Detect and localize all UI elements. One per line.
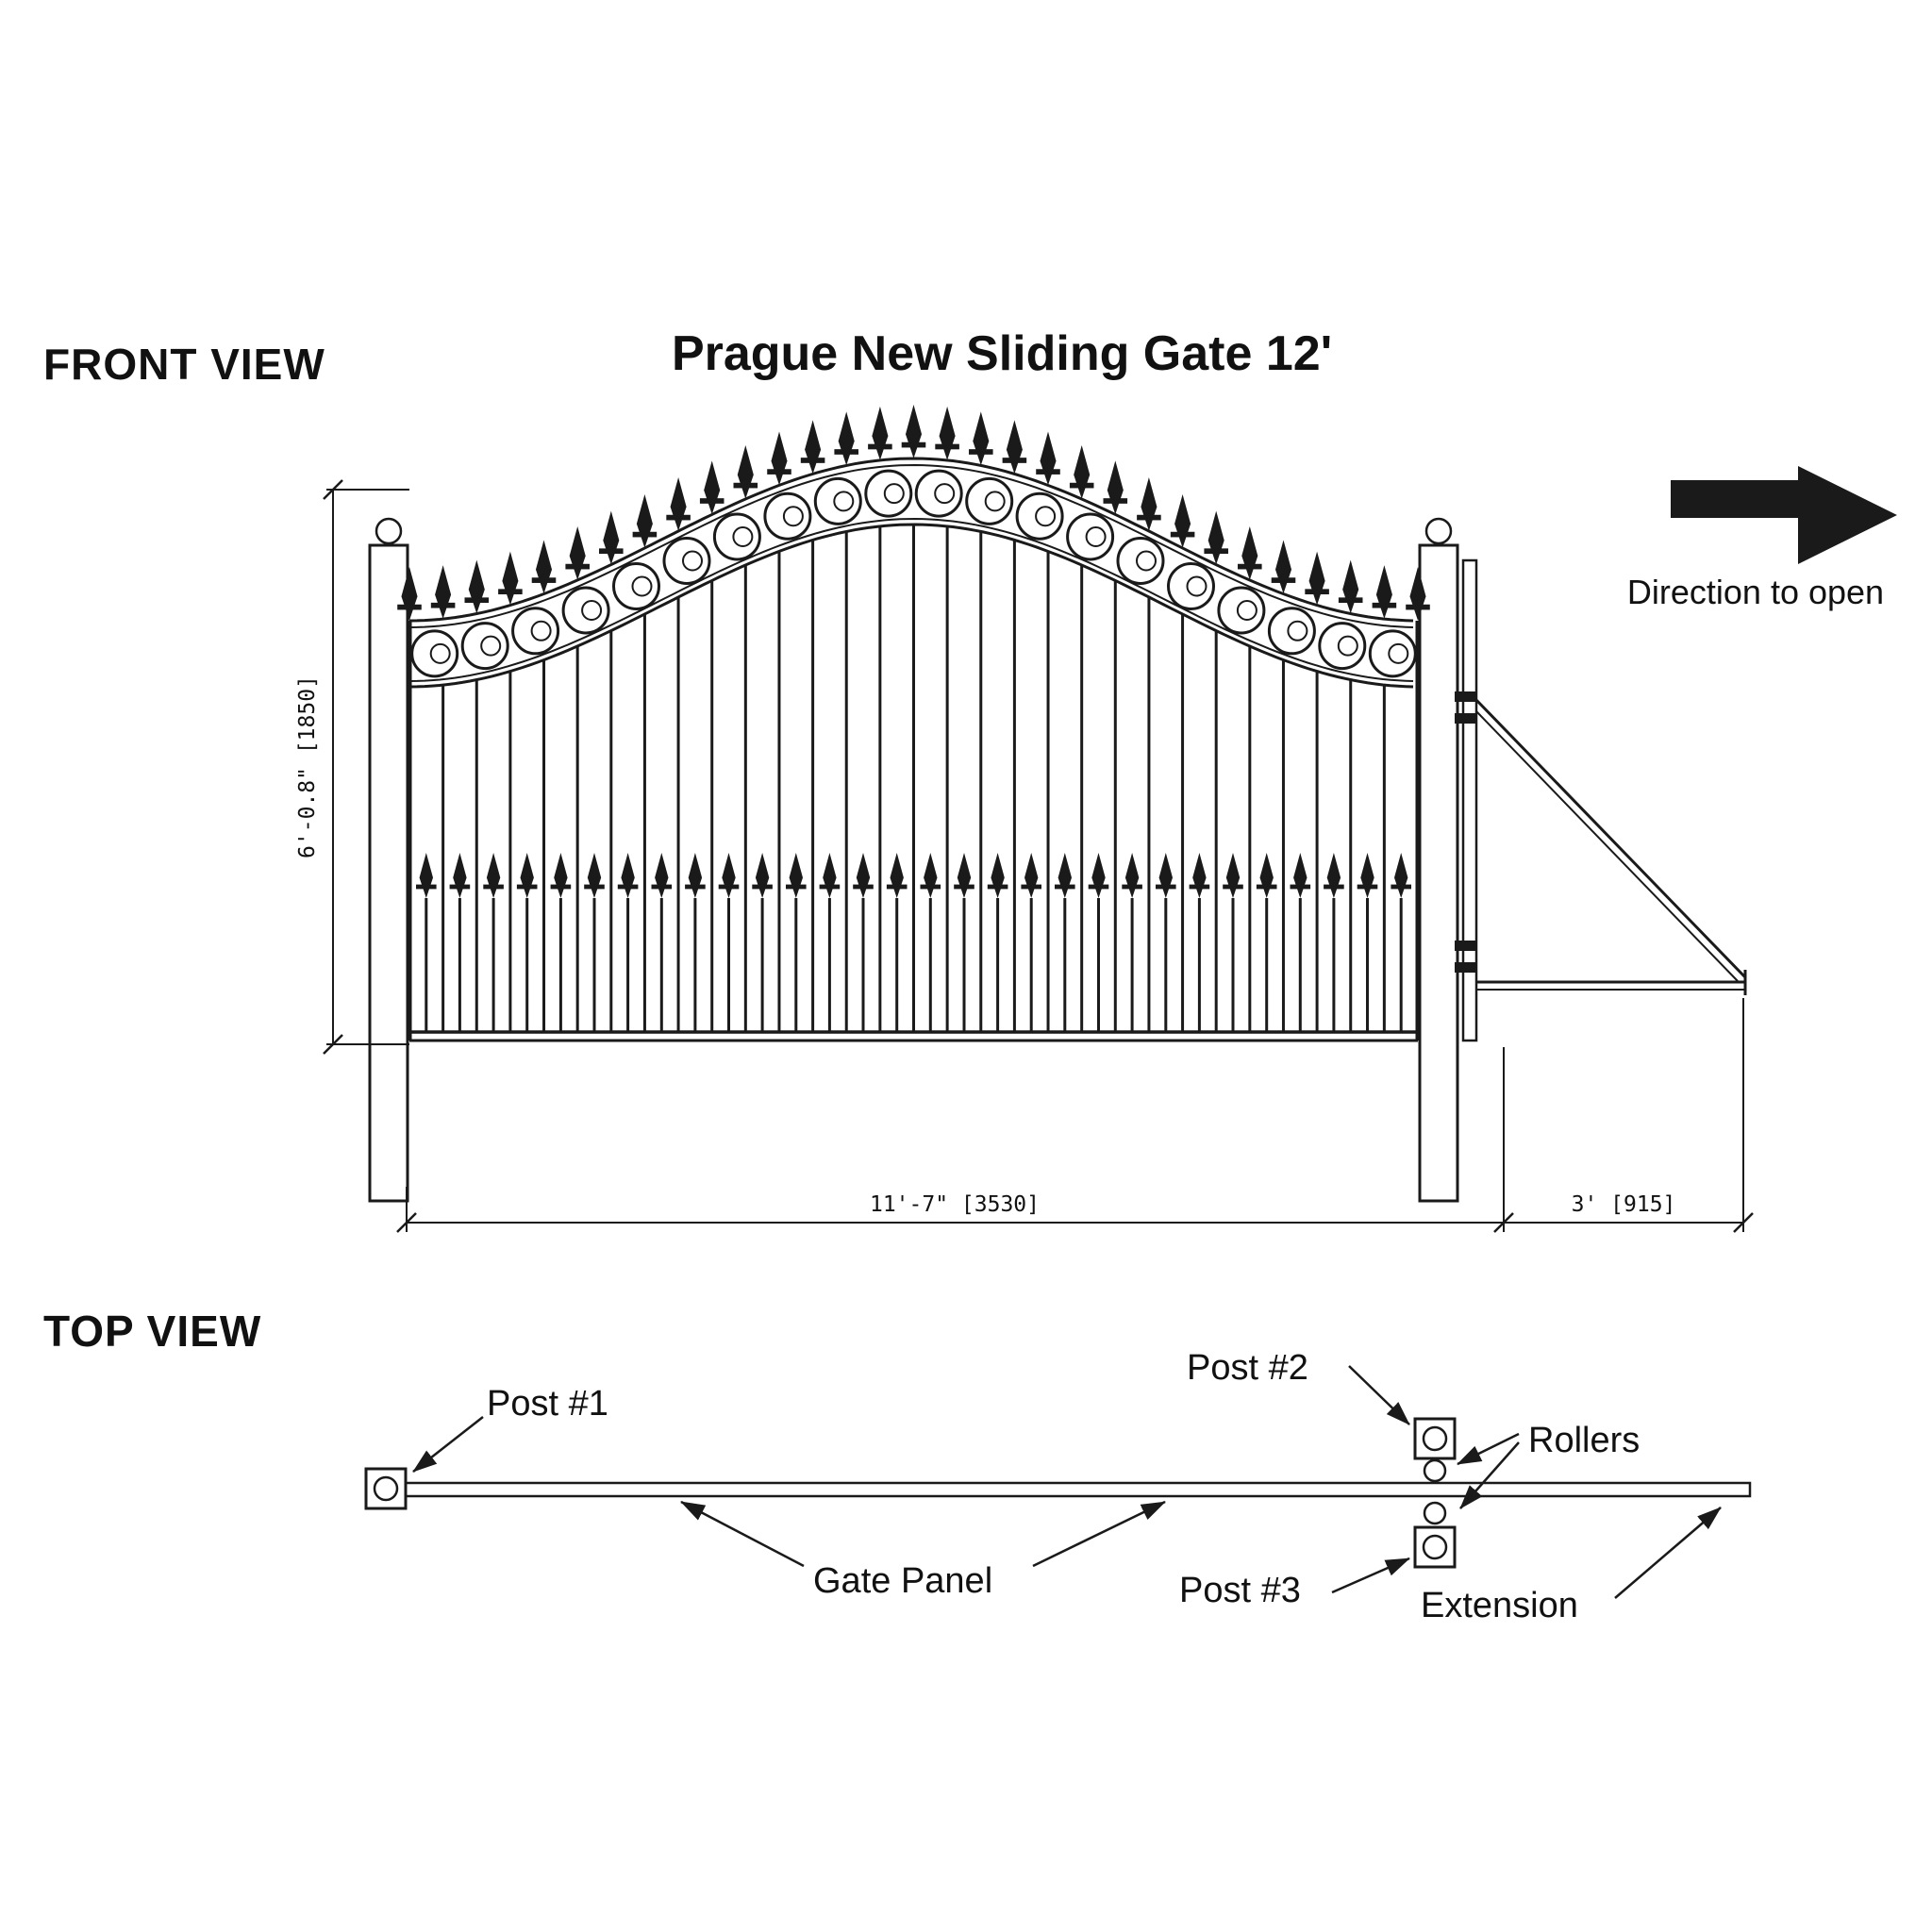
leader-post3 [1331,1557,1410,1594]
post3-label: Post #3 [1179,1571,1301,1610]
leader-extension [1614,1507,1722,1599]
right-post [1418,517,1459,1203]
leader-rollers-bottom [1459,1441,1520,1509]
left-post-body [368,543,409,1203]
gate-width-dim-label: 11'-7" [3530] [870,1192,1040,1217]
roller-top [1423,1458,1447,1483]
gate-panel-drawing [397,405,1430,1042]
extension-width-dim-label: 3' [915] [1572,1192,1676,1217]
bracket-mark [1455,962,1475,973]
leader-post1 [412,1416,484,1473]
diagram-title: Prague New Sliding Gate 12' [672,326,1332,381]
right-post-body [1418,543,1459,1203]
height-dimension: 6'-0.8" [1850] [295,479,409,1055]
front-view-label: FRONT VIEW [43,340,325,389]
leader-gate-panel-left [680,1500,805,1568]
bracket-mark [1455,941,1475,951]
post2-circle [1422,1425,1448,1452]
post3-circle [1422,1534,1448,1560]
rollers-label: Rollers [1528,1421,1640,1460]
roller-bottom [1423,1501,1447,1525]
direction-arrow-group: Direction to open [1627,466,1897,611]
gate-panel-top [375,1481,1752,1498]
left-post [368,517,409,1203]
carrier-channel [1455,558,1478,1042]
carrier-rail [1461,558,1478,1042]
post1-circle [373,1475,399,1502]
bracket-mark [1455,691,1475,702]
top-view-drawing: Post #1 Post #2 Rollers Gate Panel Post … [364,1348,1752,1625]
leader-post2 [1348,1365,1410,1425]
right-arrow-icon [1671,466,1897,564]
right-post-ball-finial [1424,517,1453,545]
width-dimension: 11'-7" [3530] 3' [915] [396,998,1754,1233]
extension-label: Extension [1421,1586,1578,1625]
direction-label: Direction to open [1627,573,1884,611]
height-dim-label: 6'-0.8" [1850] [295,675,320,858]
post2-label: Post #2 [1187,1348,1308,1388]
post1-label: Post #1 [487,1384,608,1424]
extension-triangle [1474,698,1747,995]
leader-gate-panel-right [1032,1500,1166,1568]
bracket-mark [1455,713,1475,724]
leader-rollers-top [1457,1432,1520,1466]
top-view-label: TOP VIEW [43,1307,261,1356]
gate-panel-label: Gate Panel [813,1561,992,1601]
left-post-ball-finial [375,517,403,545]
